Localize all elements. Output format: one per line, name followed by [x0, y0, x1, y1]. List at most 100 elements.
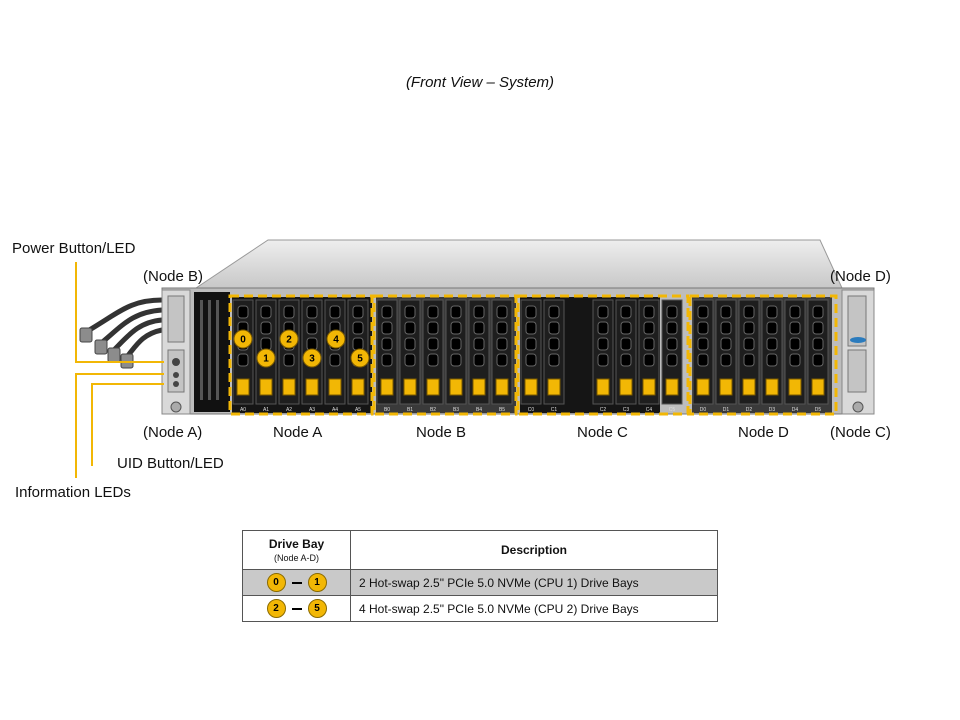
bay-marker-icon: 1 [307, 573, 327, 592]
table-header-row: Drive Bay (Node A-D) Description [242, 530, 718, 570]
bay-label: A4 [332, 407, 338, 413]
drive-vent [283, 305, 295, 319]
drive-vent [427, 353, 439, 367]
drive-vent [643, 305, 655, 319]
bay-label: D0 [700, 407, 707, 413]
drive-vent [525, 321, 537, 335]
drive-vent [789, 337, 801, 351]
drive-vent [404, 353, 416, 367]
drive-release-latch [619, 378, 633, 396]
bay-label: B2 [430, 407, 436, 413]
drive-vent [597, 353, 609, 367]
drive-release-latch [765, 378, 779, 396]
bay-label: A0 [240, 407, 246, 413]
drive-vent [789, 353, 801, 367]
drive-vent [643, 353, 655, 367]
drive-vent [381, 321, 393, 335]
bay-marker-icon: 2 [266, 599, 286, 618]
bay-marker-number: 5 [357, 354, 363, 365]
drive-vent [766, 305, 778, 319]
drive-vent [473, 353, 485, 367]
drive-release-latch [665, 378, 679, 396]
drive-vent [260, 305, 272, 319]
power-leader [75, 262, 164, 363]
drive-vent [812, 305, 824, 319]
bay-label: C0 [528, 407, 535, 413]
drive-vent [597, 321, 609, 335]
drive-vent [404, 321, 416, 335]
bay-marker-number: 4 [333, 335, 339, 346]
drive-vent [743, 337, 755, 351]
bay-marker-number: 3 [309, 354, 315, 365]
node-c-outline [516, 294, 690, 416]
drive-release-latch [719, 378, 733, 396]
information-leds-callout: Information LEDs [15, 484, 131, 501]
drive-vent [666, 321, 678, 335]
drive-vent [260, 321, 272, 335]
bay-label: C3 [623, 407, 630, 413]
power-button-callout: Power Button/LED [12, 240, 136, 257]
node-d-label: Node D [738, 424, 789, 441]
drive-vent [548, 337, 560, 351]
drive-vent [720, 321, 732, 335]
bay-label: B0 [384, 407, 390, 413]
corner-label-node-b: (Node B) [143, 268, 204, 285]
bay-label: C4 [646, 407, 653, 413]
drive-vent [548, 353, 560, 367]
header-description: Description [350, 530, 718, 570]
bay-marker-circle [256, 348, 276, 368]
drive-vent [743, 353, 755, 367]
drive-vent [473, 305, 485, 319]
drive-vent [620, 305, 632, 319]
drive-vent [789, 321, 801, 335]
drive-vent [381, 305, 393, 319]
drive-vent [789, 305, 801, 319]
bay-marker-number: 1 [263, 354, 269, 365]
drive-release-latch [351, 378, 365, 396]
drive-vent [697, 305, 709, 319]
drive-release-latch [811, 378, 825, 396]
drive-vent [525, 337, 537, 351]
drive-vent [450, 305, 462, 319]
drive-vent [381, 337, 393, 351]
diagram-title: (Front View – System) [405, 74, 555, 91]
drive-release-latch [426, 378, 440, 396]
drive-vent [329, 353, 341, 367]
drive-vent [743, 305, 755, 319]
bay-marker-number: 0 [240, 335, 246, 346]
drive-release-latch [596, 378, 610, 396]
corner-label-node-a: (Node A) [143, 424, 203, 441]
drive-vent [697, 353, 709, 367]
bay-label: D4 [792, 407, 799, 413]
drive-vent [427, 321, 439, 335]
bay-label: B1 [407, 407, 413, 413]
drive-vent [525, 353, 537, 367]
bay-label: A5 [355, 407, 361, 413]
node-b-outline [372, 294, 518, 416]
drive-vent [306, 337, 318, 351]
range-dash [291, 607, 302, 610]
drive-release-latch [495, 378, 509, 396]
header-drive-bay-text: Drive Bay [268, 537, 325, 551]
drive-vent [473, 321, 485, 335]
drive-vent [496, 321, 508, 335]
bay-label: B5 [499, 407, 505, 413]
drive-vent [381, 353, 393, 367]
drive-vent [666, 305, 678, 319]
drive-vent [620, 353, 632, 367]
drive-vent [427, 337, 439, 351]
description-cell: 2 Hot-swap 2.5" PCIe 5.0 NVMe (CPU 1) Dr… [350, 569, 718, 596]
header-drive-bay-sub: (Node A-D) [273, 553, 319, 563]
bay-marker-circle [350, 348, 370, 368]
drive-vent [237, 353, 249, 367]
bay-label: C2 [600, 407, 607, 413]
drive-vent [766, 321, 778, 335]
drive-vent [620, 337, 632, 351]
drive-vent [352, 321, 364, 335]
drive-vent [743, 321, 755, 335]
chassis-top [194, 239, 843, 289]
